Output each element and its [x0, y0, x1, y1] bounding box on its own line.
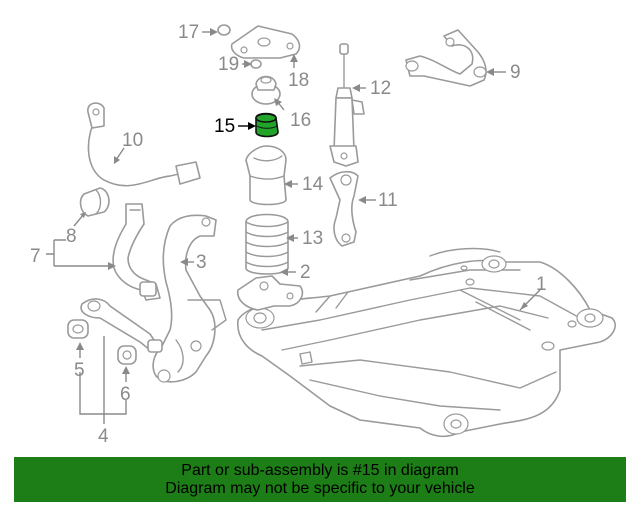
- leader-lines: [46, 28, 541, 424]
- callout-8[interactable]: 8: [66, 226, 77, 247]
- nut[interactable]: [217, 24, 231, 36]
- callout-7[interactable]: 7: [30, 246, 41, 267]
- stabilizer-bar[interactable]: [87, 102, 201, 187]
- upper-mount[interactable]: [230, 25, 301, 59]
- dust-boot[interactable]: [245, 145, 287, 206]
- steering-knuckle[interactable]: [152, 214, 227, 383]
- banner-line-1: Part or sub-assembly is #15 in diagram: [181, 461, 459, 479]
- callout-3[interactable]: 3: [196, 252, 207, 273]
- callout-11[interactable]: 11: [378, 190, 398, 211]
- callout-4[interactable]: 4: [98, 426, 109, 447]
- callout-6[interactable]: 6: [120, 384, 131, 405]
- coil-spring[interactable]: [245, 213, 289, 275]
- callout-1[interactable]: 1: [536, 274, 547, 295]
- banner-line-2: Diagram may not be specific to your vehi…: [165, 479, 475, 497]
- callout-2[interactable]: 2: [300, 262, 311, 283]
- strut-assembly[interactable]: [329, 43, 365, 167]
- callout-5[interactable]: 5: [74, 360, 85, 381]
- parts-diagram: 1 2 3 4 5 6 7 8 9 10 11 12 13 14 15 16 1…: [30, 22, 616, 447]
- front-subframe[interactable]: [237, 247, 616, 438]
- washer[interactable]: [250, 59, 262, 69]
- callout-16[interactable]: 16: [290, 110, 311, 131]
- callout-labels: 1 2 3 4 5 6 7 8 9 10 11 12 13 14 15 16 1…: [30, 22, 547, 447]
- lower-arm-bushing[interactable]: [117, 345, 137, 365]
- lower-control-arm[interactable]: [112, 203, 161, 301]
- spring-seat[interactable]: [236, 275, 304, 311]
- callout-14[interactable]: 14: [302, 174, 324, 195]
- callout-10[interactable]: 10: [122, 130, 143, 151]
- tension-rod-bushing[interactable]: [67, 319, 89, 339]
- stabilizer-bushing[interactable]: [79, 187, 110, 217]
- callout-9[interactable]: 9: [510, 62, 521, 83]
- info-banner: Part or sub-assembly is #15 in diagram D…: [14, 457, 626, 502]
- callout-12[interactable]: 12: [370, 78, 391, 99]
- callout-17[interactable]: 17: [178, 22, 199, 43]
- callout-15[interactable]: 15: [214, 116, 235, 137]
- strut-bearing[interactable]: [251, 75, 281, 105]
- callout-18[interactable]: 18: [288, 70, 309, 91]
- upper-knuckle[interactable]: [329, 170, 359, 247]
- callout-13[interactable]: 13: [302, 228, 323, 249]
- upper-control-arm[interactable]: [405, 29, 487, 87]
- callout-19[interactable]: 19: [218, 54, 239, 75]
- tension-rod[interactable]: [80, 298, 163, 353]
- strut-bumper-highlighted[interactable]: [255, 112, 279, 138]
